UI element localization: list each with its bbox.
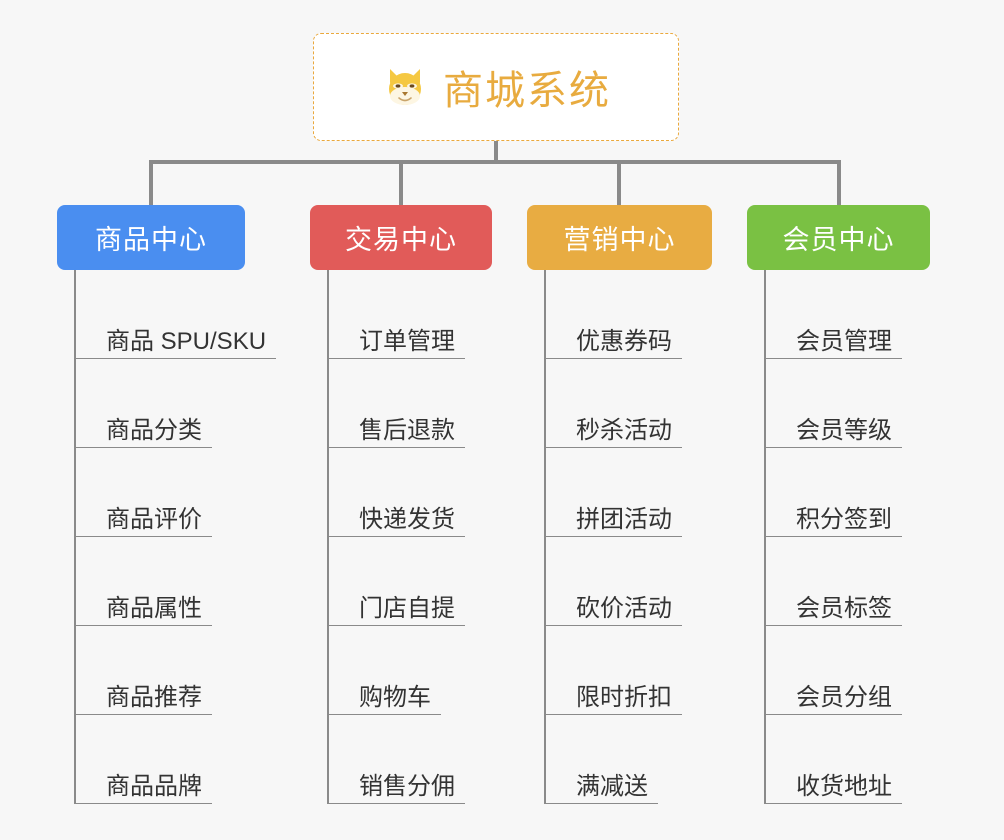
leaf-list-product: 商品 SPU/SKU 商品分类 商品评价 商品属性 商品推荐 商品品牌 (74, 270, 277, 804)
item-underline (546, 713, 682, 715)
category-header-product[interactable]: 商品中心 (57, 205, 245, 270)
list-item-label: 会员管理 (796, 328, 892, 356)
list-item[interactable]: 商品推荐 (76, 626, 266, 715)
item-underline (766, 446, 902, 448)
list-item[interactable]: 售后退款 (329, 359, 492, 448)
shiba-dog-face-icon (381, 63, 429, 111)
item-underline (76, 802, 212, 804)
connector-drop-4 (837, 160, 841, 208)
connector-horizontal-bus (149, 160, 841, 164)
list-item-label: 商品评价 (106, 506, 202, 534)
list-item-label: 商品品牌 (106, 773, 202, 801)
list-item[interactable]: 收货地址 (766, 715, 930, 804)
item-underline (329, 713, 441, 715)
list-item-label: 砍价活动 (576, 595, 672, 623)
leaf-list-trade: 订单管理 售后退款 快递发货 门店自提 购物车 销售分佣 (327, 270, 492, 804)
list-item-label: 快递发货 (359, 506, 455, 534)
item-underline (329, 535, 465, 537)
item-underline (546, 802, 658, 804)
list-item[interactable]: 门店自提 (329, 537, 492, 626)
category-column-member: 会员中心 会员管理 会员等级 积分签到 会员标签 会员分组 收货地址 (747, 205, 930, 804)
category-header-marketing[interactable]: 营销中心 (527, 205, 712, 270)
list-item[interactable]: 会员管理 (766, 270, 930, 359)
item-underline (766, 802, 902, 804)
list-item-label: 收货地址 (796, 773, 892, 801)
item-underline (76, 535, 212, 537)
list-item-label: 会员分组 (796, 684, 892, 712)
list-item-label: 会员等级 (796, 417, 892, 445)
category-column-marketing: 营销中心 优惠券码 秒杀活动 拼团活动 砍价活动 限时折扣 满减送 (527, 205, 712, 804)
list-item-label: 门店自提 (359, 595, 455, 623)
category-header-trade[interactable]: 交易中心 (310, 205, 492, 270)
list-item-label: 订单管理 (359, 328, 455, 356)
leaf-list-marketing: 优惠券码 秒杀活动 拼团活动 砍价活动 限时折扣 满减送 (544, 270, 712, 804)
connector-root-vertical (494, 141, 498, 163)
list-item-label: 商品属性 (106, 595, 202, 623)
list-item[interactable]: 拼团活动 (546, 448, 712, 537)
list-item[interactable]: 会员分组 (766, 626, 930, 715)
list-item-label: 限时折扣 (576, 684, 672, 712)
connector-drop-2 (399, 160, 403, 208)
list-item[interactable]: 快递发货 (329, 448, 492, 537)
root-title: 商城系统 (443, 69, 611, 113)
list-item[interactable]: 商品分类 (76, 359, 266, 448)
list-item-label: 售后退款 (359, 417, 455, 445)
item-underline (329, 446, 465, 448)
list-item-label: 商品推荐 (106, 684, 202, 712)
item-underline (329, 802, 465, 804)
list-item[interactable]: 秒杀活动 (546, 359, 712, 448)
list-item[interactable]: 商品评价 (76, 448, 266, 537)
item-underline (546, 357, 682, 359)
list-item[interactable]: 优惠券码 (546, 270, 712, 359)
list-item[interactable]: 积分签到 (766, 448, 930, 537)
list-item[interactable]: 商品 SPU/SKU (76, 270, 277, 359)
root-node-mall-system[interactable]: 商城系统 (313, 33, 679, 141)
list-item-label: 秒杀活动 (576, 417, 672, 445)
list-item[interactable]: 满减送 (546, 715, 712, 804)
list-item-label: 拼团活动 (576, 506, 672, 534)
item-underline (546, 535, 682, 537)
item-underline (546, 624, 682, 626)
list-item[interactable]: 商品品牌 (76, 715, 266, 804)
list-item-label: 满减送 (576, 773, 648, 801)
item-underline (546, 446, 682, 448)
item-underline (766, 535, 902, 537)
list-item[interactable]: 订单管理 (329, 270, 492, 359)
list-item-label: 购物车 (359, 684, 431, 712)
list-item-label: 积分签到 (796, 506, 892, 534)
category-column-product: 商品中心 商品 SPU/SKU 商品分类 商品评价 商品属性 商品推荐 商品品牌 (57, 205, 277, 804)
category-column-trade: 交易中心 订单管理 售后退款 快递发货 门店自提 购物车 销售分佣 (310, 205, 492, 804)
list-item[interactable]: 销售分佣 (329, 715, 492, 804)
list-item[interactable]: 限时折扣 (546, 626, 712, 715)
leaf-list-member: 会员管理 会员等级 积分签到 会员标签 会员分组 收货地址 (764, 270, 930, 804)
item-underline (766, 357, 902, 359)
item-underline (76, 624, 212, 626)
item-underline (76, 713, 212, 715)
list-item[interactable]: 购物车 (329, 626, 492, 715)
item-underline (76, 446, 212, 448)
item-underline (766, 624, 902, 626)
list-item[interactable]: 会员等级 (766, 359, 930, 448)
item-underline (329, 624, 465, 626)
list-item[interactable]: 商品属性 (76, 537, 266, 626)
list-item-label: 商品分类 (106, 417, 202, 445)
list-item[interactable]: 砍价活动 (546, 537, 712, 626)
list-item-label: 优惠券码 (576, 328, 672, 356)
list-item-label: 销售分佣 (359, 773, 455, 801)
connector-drop-1 (149, 160, 153, 208)
item-underline (766, 713, 902, 715)
list-item-label: 会员标签 (796, 595, 892, 623)
item-underline (329, 357, 465, 359)
list-item[interactable]: 会员标签 (766, 537, 930, 626)
connector-drop-3 (617, 160, 621, 208)
list-item-label: 商品 SPU/SKU (106, 328, 267, 356)
category-header-member[interactable]: 会员中心 (747, 205, 930, 270)
item-underline (76, 357, 277, 359)
